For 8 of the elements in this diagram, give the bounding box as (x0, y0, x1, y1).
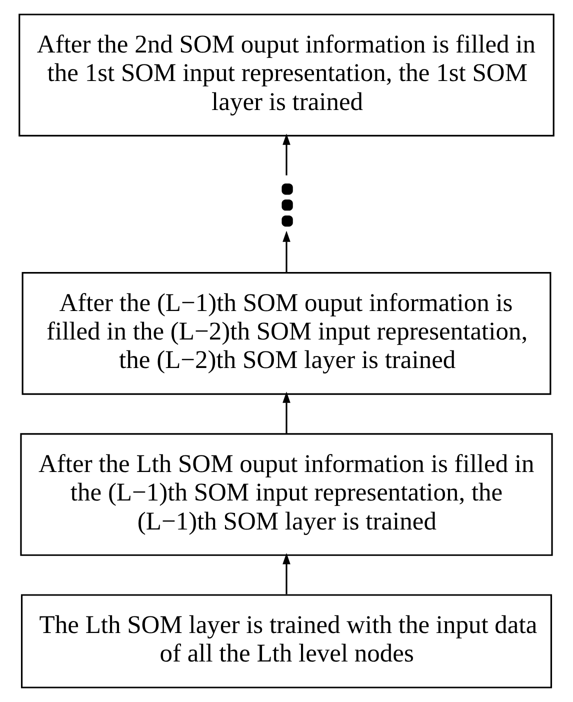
node-box: The Lth SOM layer is trained with the input data of all the Lth level nodes (20, 594, 552, 688)
node-box: After the (L−1)th SOM ouput information is filled in the (L−2)th SOM input representation, the (L−2)th SOM layer is trained (22, 272, 552, 395)
arrow (282, 134, 290, 176)
node-box: After the 2nd SOM ouput information is filled in the 1st SOM input representation, the 1st SOM layer is trained (18, 14, 554, 136)
node-box: After the Lth SOM ouput information is filled in the (L−1)th SOM input representation, the (L−1)th SOM layer is trained (20, 433, 553, 556)
arrow (282, 392, 290, 434)
arrow (282, 553, 290, 594)
arrow (282, 230, 290, 273)
